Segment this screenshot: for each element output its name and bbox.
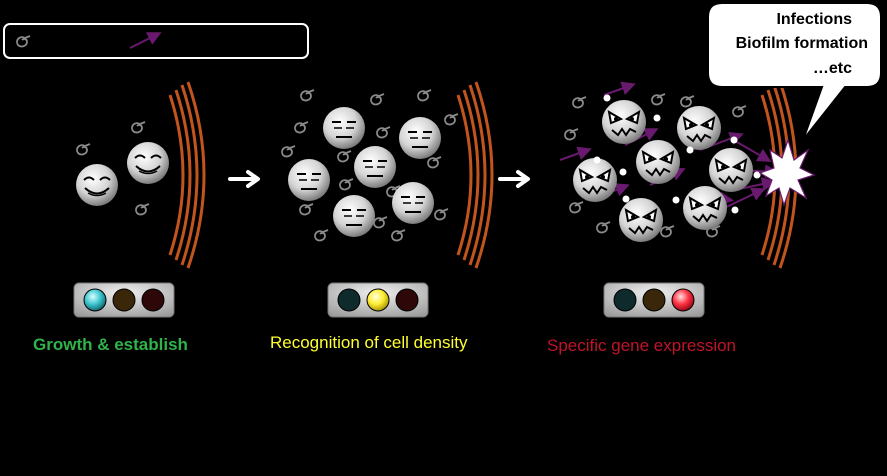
neutral-cell-icon xyxy=(398,116,442,160)
stage-growth xyxy=(75,81,206,269)
stage-recognition xyxy=(281,81,494,269)
signal-molecule-icon xyxy=(300,89,315,102)
happy-cell-icon xyxy=(75,163,119,207)
signal-molecule-icon xyxy=(427,156,442,169)
signal-molecule-icon xyxy=(660,225,675,238)
neutral-cell-icon xyxy=(322,106,366,150)
signal-molecule-icon xyxy=(417,89,432,102)
host-wall-icon xyxy=(456,81,494,269)
signal-molecule-icon xyxy=(444,113,459,126)
angry-cell-icon xyxy=(618,197,664,243)
signal-molecule-icon xyxy=(135,203,150,216)
angry-cell-icon xyxy=(635,139,681,185)
traffic-light-expression xyxy=(603,282,705,318)
light-brown-off xyxy=(112,288,136,312)
caption-growth: Growth & establish xyxy=(33,335,188,354)
stage-expression xyxy=(559,81,816,269)
host-wall-icon xyxy=(168,81,206,269)
legend-box xyxy=(3,23,309,59)
neutral-cell-icon xyxy=(353,145,397,189)
bubble-line-biofilm: Biofilm formation xyxy=(735,35,868,52)
signal-molecule-icon xyxy=(732,105,747,118)
signal-molecule-icon xyxy=(572,96,587,109)
signal-molecule-icon xyxy=(596,221,611,234)
angry-cell-icon xyxy=(682,185,728,231)
signal-molecule-icon xyxy=(294,121,309,134)
caption-recognition: Recognition of cell density xyxy=(270,333,468,352)
signal-molecule-icon xyxy=(131,121,146,134)
happy-cell-icon xyxy=(126,141,170,185)
caption-expression: Specific gene expression xyxy=(547,336,737,355)
angry-cell-icon xyxy=(676,105,722,151)
signal-arrow-legend-icon xyxy=(129,32,162,49)
signal-molecule-icon xyxy=(376,126,391,139)
signal-molecule-icon xyxy=(370,93,385,106)
angry-cell-icon xyxy=(601,99,647,145)
signal-molecule-icon xyxy=(434,208,449,221)
arrow-icon xyxy=(498,170,530,188)
light-brown-off xyxy=(642,288,666,312)
arrow-icon xyxy=(228,170,260,188)
light-dark-off xyxy=(613,288,637,312)
neutral-cell-icon xyxy=(332,194,376,238)
signal-molecule-icon xyxy=(339,178,354,191)
bubble-line-infections: Infections xyxy=(776,11,852,28)
light-maroon-off xyxy=(141,288,165,312)
signal-molecule-icon xyxy=(337,150,352,163)
signal-molecule-icon xyxy=(569,201,584,214)
signal-molecule-icon xyxy=(281,145,296,158)
angry-cell-icon xyxy=(708,147,754,193)
signal-molecule-icon xyxy=(391,229,406,242)
signal-molecule-icon xyxy=(564,128,579,141)
signal-molecule-icon xyxy=(314,229,329,242)
light-dark-off xyxy=(337,288,361,312)
angry-cell-icon xyxy=(572,157,618,203)
bubble-line-etc: …etc xyxy=(812,60,852,77)
light-yellow-on xyxy=(366,288,390,312)
signal-molecule-icon xyxy=(76,143,91,156)
neutral-cell-icon xyxy=(287,158,331,202)
signal-molecule-icon xyxy=(651,93,666,106)
traffic-light-growth xyxy=(73,282,175,318)
burst-icon xyxy=(758,138,816,207)
signal-molecule-icon xyxy=(680,95,695,108)
speech-bubble xyxy=(707,2,882,141)
light-maroon-off xyxy=(395,288,419,312)
traffic-light-recognition xyxy=(327,282,429,318)
signal-molecule-icon xyxy=(373,216,388,229)
light-cyan-on xyxy=(83,288,107,312)
signal-molecule-icon xyxy=(299,203,314,216)
light-red-on xyxy=(671,288,695,312)
neutral-cell-icon xyxy=(391,181,435,225)
